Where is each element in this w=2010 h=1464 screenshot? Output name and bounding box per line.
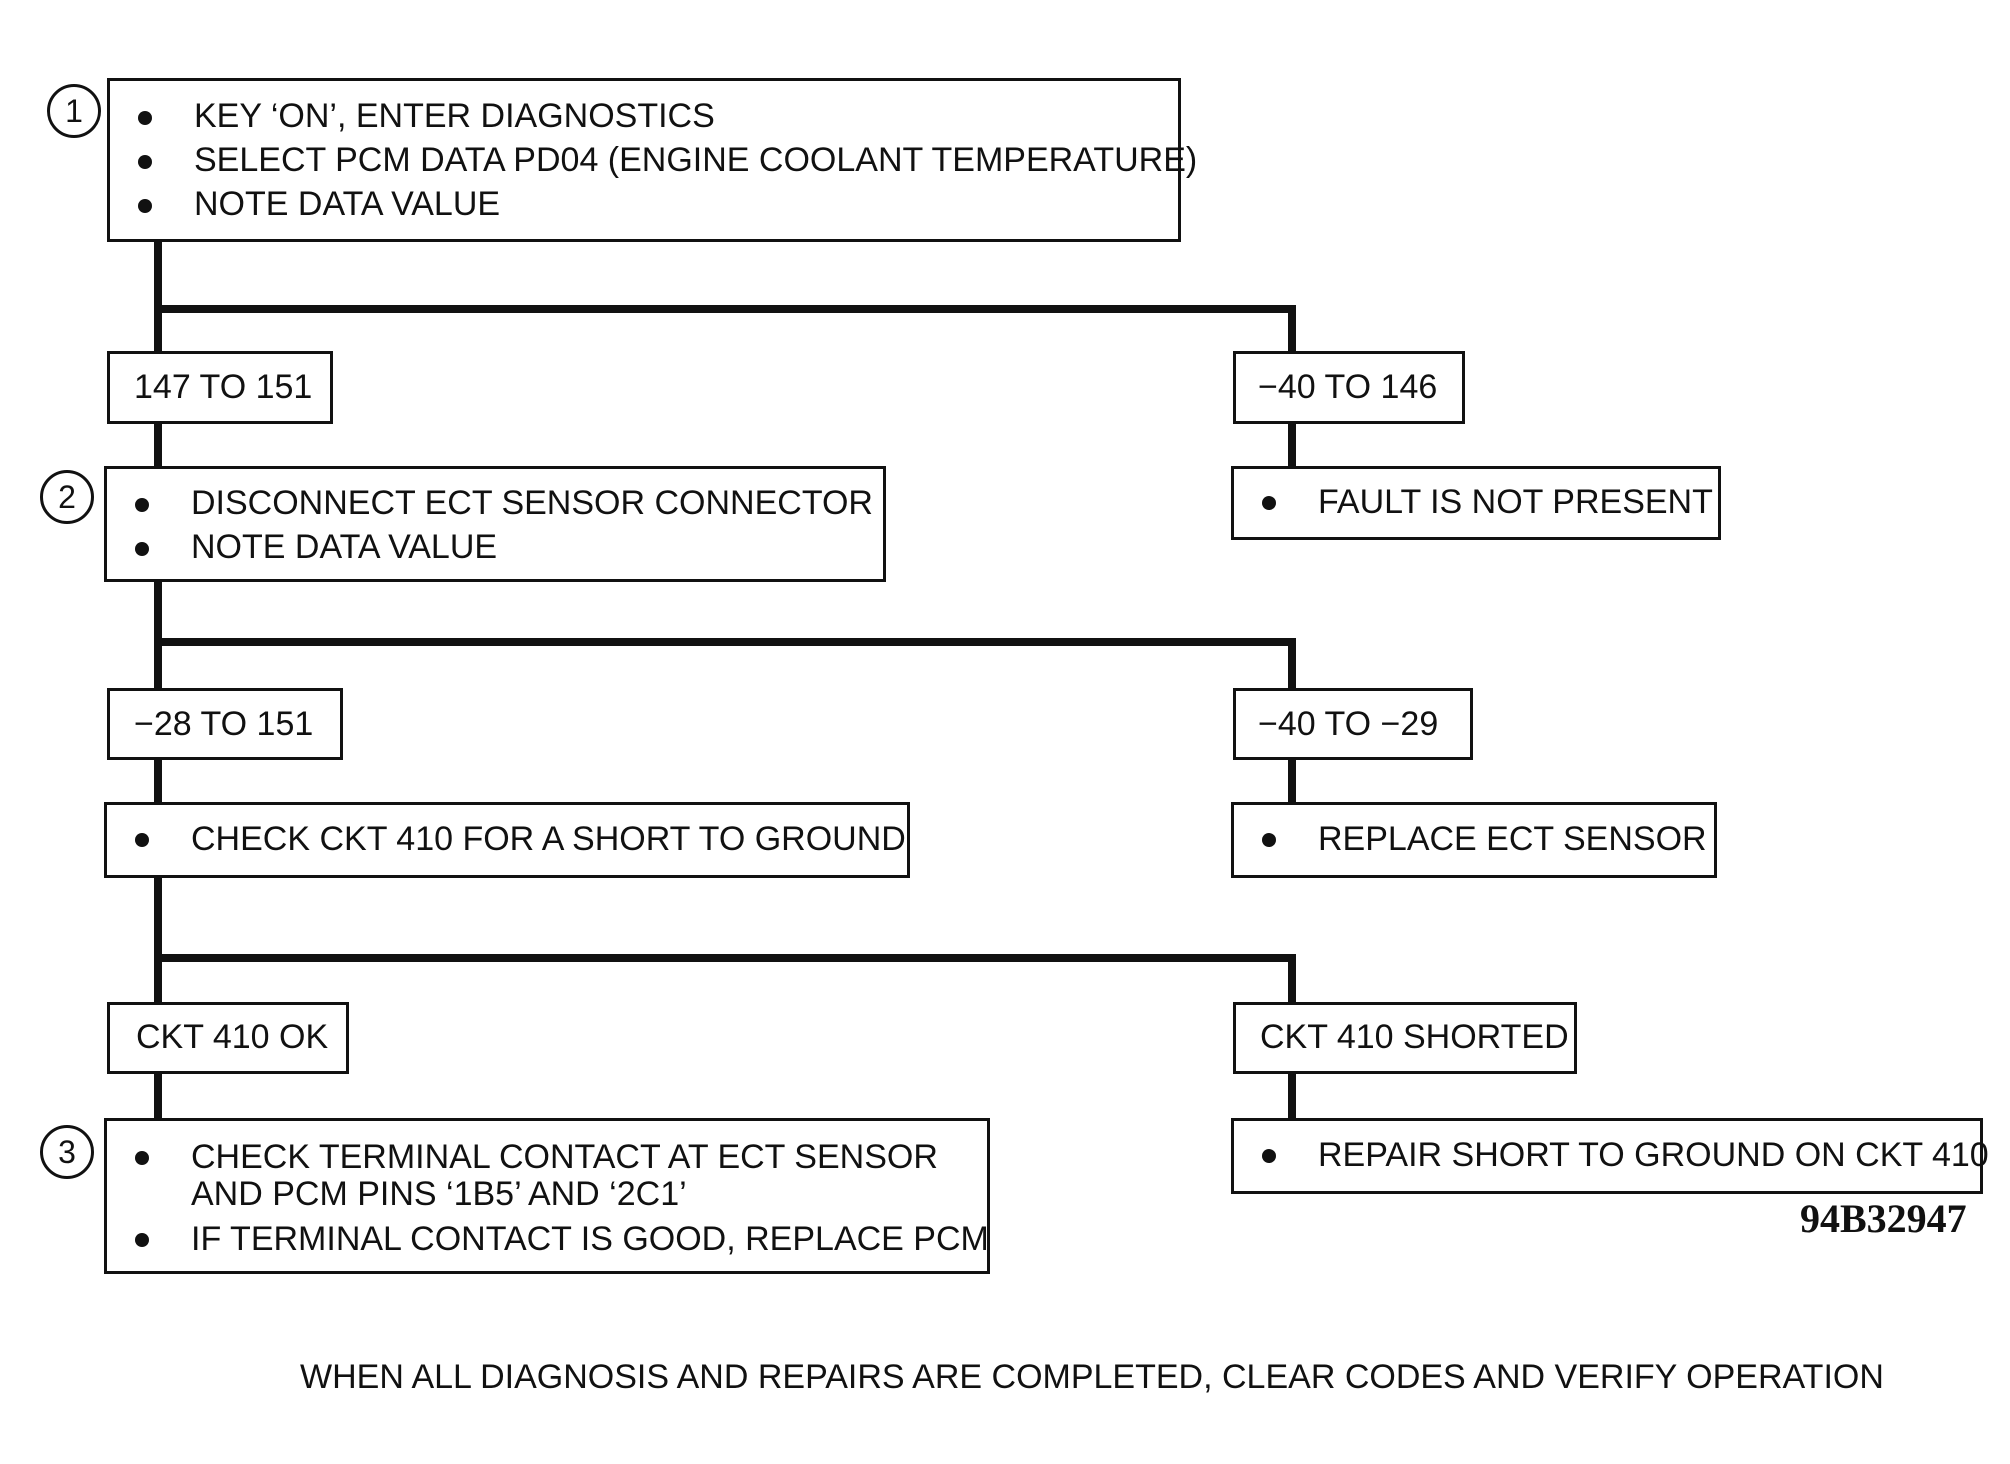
replace-ect-label: REPLACE ECT SENSOR [1318, 820, 1707, 858]
step-number-1: 1 [47, 84, 101, 138]
bullet-icon [138, 199, 152, 213]
branch1-left-label: 147 TO 151 [134, 368, 313, 406]
step2-box: DISCONNECT ECT SENSOR CONNECTOR NOTE DAT… [104, 466, 886, 582]
step3-line2: AND PCM PINS ‘1B5’ AND ‘2C1’ [191, 1175, 687, 1213]
bullet-icon [135, 498, 149, 512]
bullet-icon [1262, 833, 1276, 847]
step3-box: CHECK TERMINAL CONTACT AT ECT SENSOR AND… [104, 1118, 990, 1274]
step2-line1: DISCONNECT ECT SENSOR CONNECTOR [191, 484, 873, 522]
connector-line [154, 638, 1296, 646]
connector-line [154, 954, 162, 1004]
bullet-icon [135, 1233, 149, 1247]
step1-line2: SELECT PCM DATA PD04 (ENGINE COOLANT TEM… [194, 141, 1198, 179]
branch1-left-box: 147 TO 151 [107, 351, 333, 424]
check-ckt-box: CHECK CKT 410 FOR A SHORT TO GROUND [104, 802, 910, 878]
connector-line [154, 638, 162, 690]
bullet-icon [138, 155, 152, 169]
bullet-icon [135, 542, 149, 556]
branch2-left-box: −28 TO 151 [107, 688, 343, 760]
bullet-icon [135, 833, 149, 847]
bullet-icon [135, 1151, 149, 1165]
connector-line [1288, 305, 1296, 353]
connector-line [1288, 420, 1296, 468]
figure-id: 94B32947 [1800, 1196, 1967, 1241]
connector-line [1288, 756, 1296, 804]
fault-not-present-label: FAULT IS NOT PRESENT [1318, 483, 1713, 521]
connector-line [1288, 954, 1296, 1004]
branch1-right-box: −40 TO 146 [1233, 351, 1465, 424]
repair-short-box: REPAIR SHORT TO GROUND ON CKT 410 [1231, 1118, 1989, 1194]
branch2-right-box: −40 TO −29 [1233, 688, 1473, 760]
step-number-2: 2 [40, 470, 94, 524]
connector-line [1288, 638, 1296, 690]
connector-line [1288, 1070, 1296, 1120]
branch1-right-label: −40 TO 146 [1258, 368, 1438, 406]
branch3-right-box: CKT 410 SHORTED [1233, 1002, 1577, 1074]
step1-line1: KEY ‘ON’, ENTER DIAGNOSTICS [194, 97, 715, 135]
replace-ect-box: REPLACE ECT SENSOR [1231, 802, 1717, 878]
step3-line3: IF TERMINAL CONTACT IS GOOD, REPLACE PCM [191, 1220, 989, 1258]
step-number-3: 3 [40, 1125, 94, 1179]
connector-line [154, 756, 162, 804]
branch2-right-label: −40 TO −29 [1258, 705, 1439, 743]
bullet-icon [1262, 496, 1276, 510]
connector-line [154, 420, 162, 468]
repair-short-label: REPAIR SHORT TO GROUND ON CKT 410 [1318, 1136, 1989, 1174]
connector-line [154, 238, 162, 310]
branch3-left-label: CKT 410 OK [136, 1018, 329, 1056]
fault-not-present-box: FAULT IS NOT PRESENT [1231, 466, 1721, 540]
branch3-left-box: CKT 410 OK [107, 1002, 349, 1074]
connector-line [154, 305, 1296, 313]
connector-line [154, 874, 162, 960]
step1-box: KEY ‘ON’, ENTER DIAGNOSTICS SELECT PCM D… [107, 78, 1197, 242]
branch3-right-label: CKT 410 SHORTED [1260, 1018, 1569, 1056]
step2-line2: NOTE DATA VALUE [191, 528, 498, 566]
footer-note: WHEN ALL DIAGNOSIS AND REPAIRS ARE COMPL… [300, 1358, 1884, 1396]
bullet-icon [1262, 1149, 1276, 1163]
connector-line [154, 578, 162, 644]
connector-line [154, 1070, 162, 1120]
check-ckt-label: CHECK CKT 410 FOR A SHORT TO GROUND [191, 820, 906, 858]
branch2-left-label: −28 TO 151 [134, 705, 314, 743]
connector-line [154, 954, 1296, 962]
step3-line1: CHECK TERMINAL CONTACT AT ECT SENSOR [191, 1138, 938, 1176]
connector-line [154, 305, 162, 353]
step1-line3: NOTE DATA VALUE [194, 185, 501, 223]
bullet-icon [138, 111, 152, 125]
